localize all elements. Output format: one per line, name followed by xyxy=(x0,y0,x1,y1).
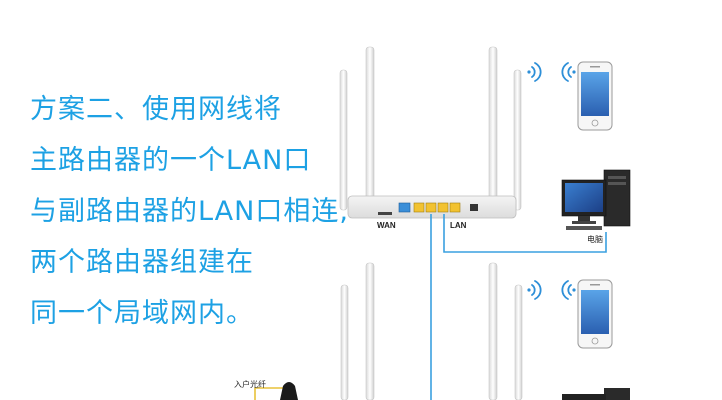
router-antenna xyxy=(340,284,349,400)
instruction-text: 方案二、使用网线将 主路由器的一个LAN口 与副路由器的LAN口相连, 两个路由… xyxy=(30,84,349,339)
wifi-signal-icon xyxy=(561,280,576,300)
pc-tower xyxy=(603,169,631,227)
lan-port xyxy=(437,202,449,213)
lan-port xyxy=(413,202,425,213)
router-antenna xyxy=(365,46,375,211)
caption-line-5: 同一个局域网内。 xyxy=(30,298,254,329)
network-cables xyxy=(254,214,607,400)
router-antenna xyxy=(514,284,523,400)
pc-keyboard xyxy=(566,226,602,230)
fiber-cable xyxy=(254,387,285,400)
wan-port xyxy=(398,202,411,213)
wifi-signal-icon xyxy=(527,62,542,82)
computer-icon xyxy=(562,388,630,400)
cable-to-computer xyxy=(443,214,607,253)
caption-line-3: 与副路由器的LAN口相连, xyxy=(30,196,349,227)
fiber-label: 入户光纤 xyxy=(234,379,266,389)
sub-router xyxy=(340,262,523,400)
lan-port xyxy=(449,202,461,213)
wifi-signal-icon xyxy=(527,280,542,300)
main-router: WAN LAN xyxy=(339,46,522,230)
caption-line-4: 两个路由器组建在 xyxy=(30,247,254,278)
router-antenna xyxy=(513,69,522,211)
smartphone-icon xyxy=(577,279,613,349)
lan-label: LAN xyxy=(450,221,467,230)
power-port xyxy=(470,204,478,211)
smartphone-icon xyxy=(577,61,613,131)
caption-line-2: 主路由器的一个LAN口 xyxy=(30,145,312,176)
router-antenna xyxy=(339,69,348,211)
optical-modem-icon: 入户光纤 xyxy=(234,379,298,400)
lan-port xyxy=(425,202,437,213)
wifi-signal-icon xyxy=(561,62,576,82)
router-antenna xyxy=(365,262,375,400)
computer-icon: 电脑 xyxy=(561,169,631,244)
router-antenna xyxy=(488,262,498,400)
computer-label: 电脑 xyxy=(587,234,603,244)
caption-line-1: 方案二、使用网线将 xyxy=(30,94,282,125)
router-antenna xyxy=(488,46,498,211)
wan-label: WAN xyxy=(377,221,396,230)
